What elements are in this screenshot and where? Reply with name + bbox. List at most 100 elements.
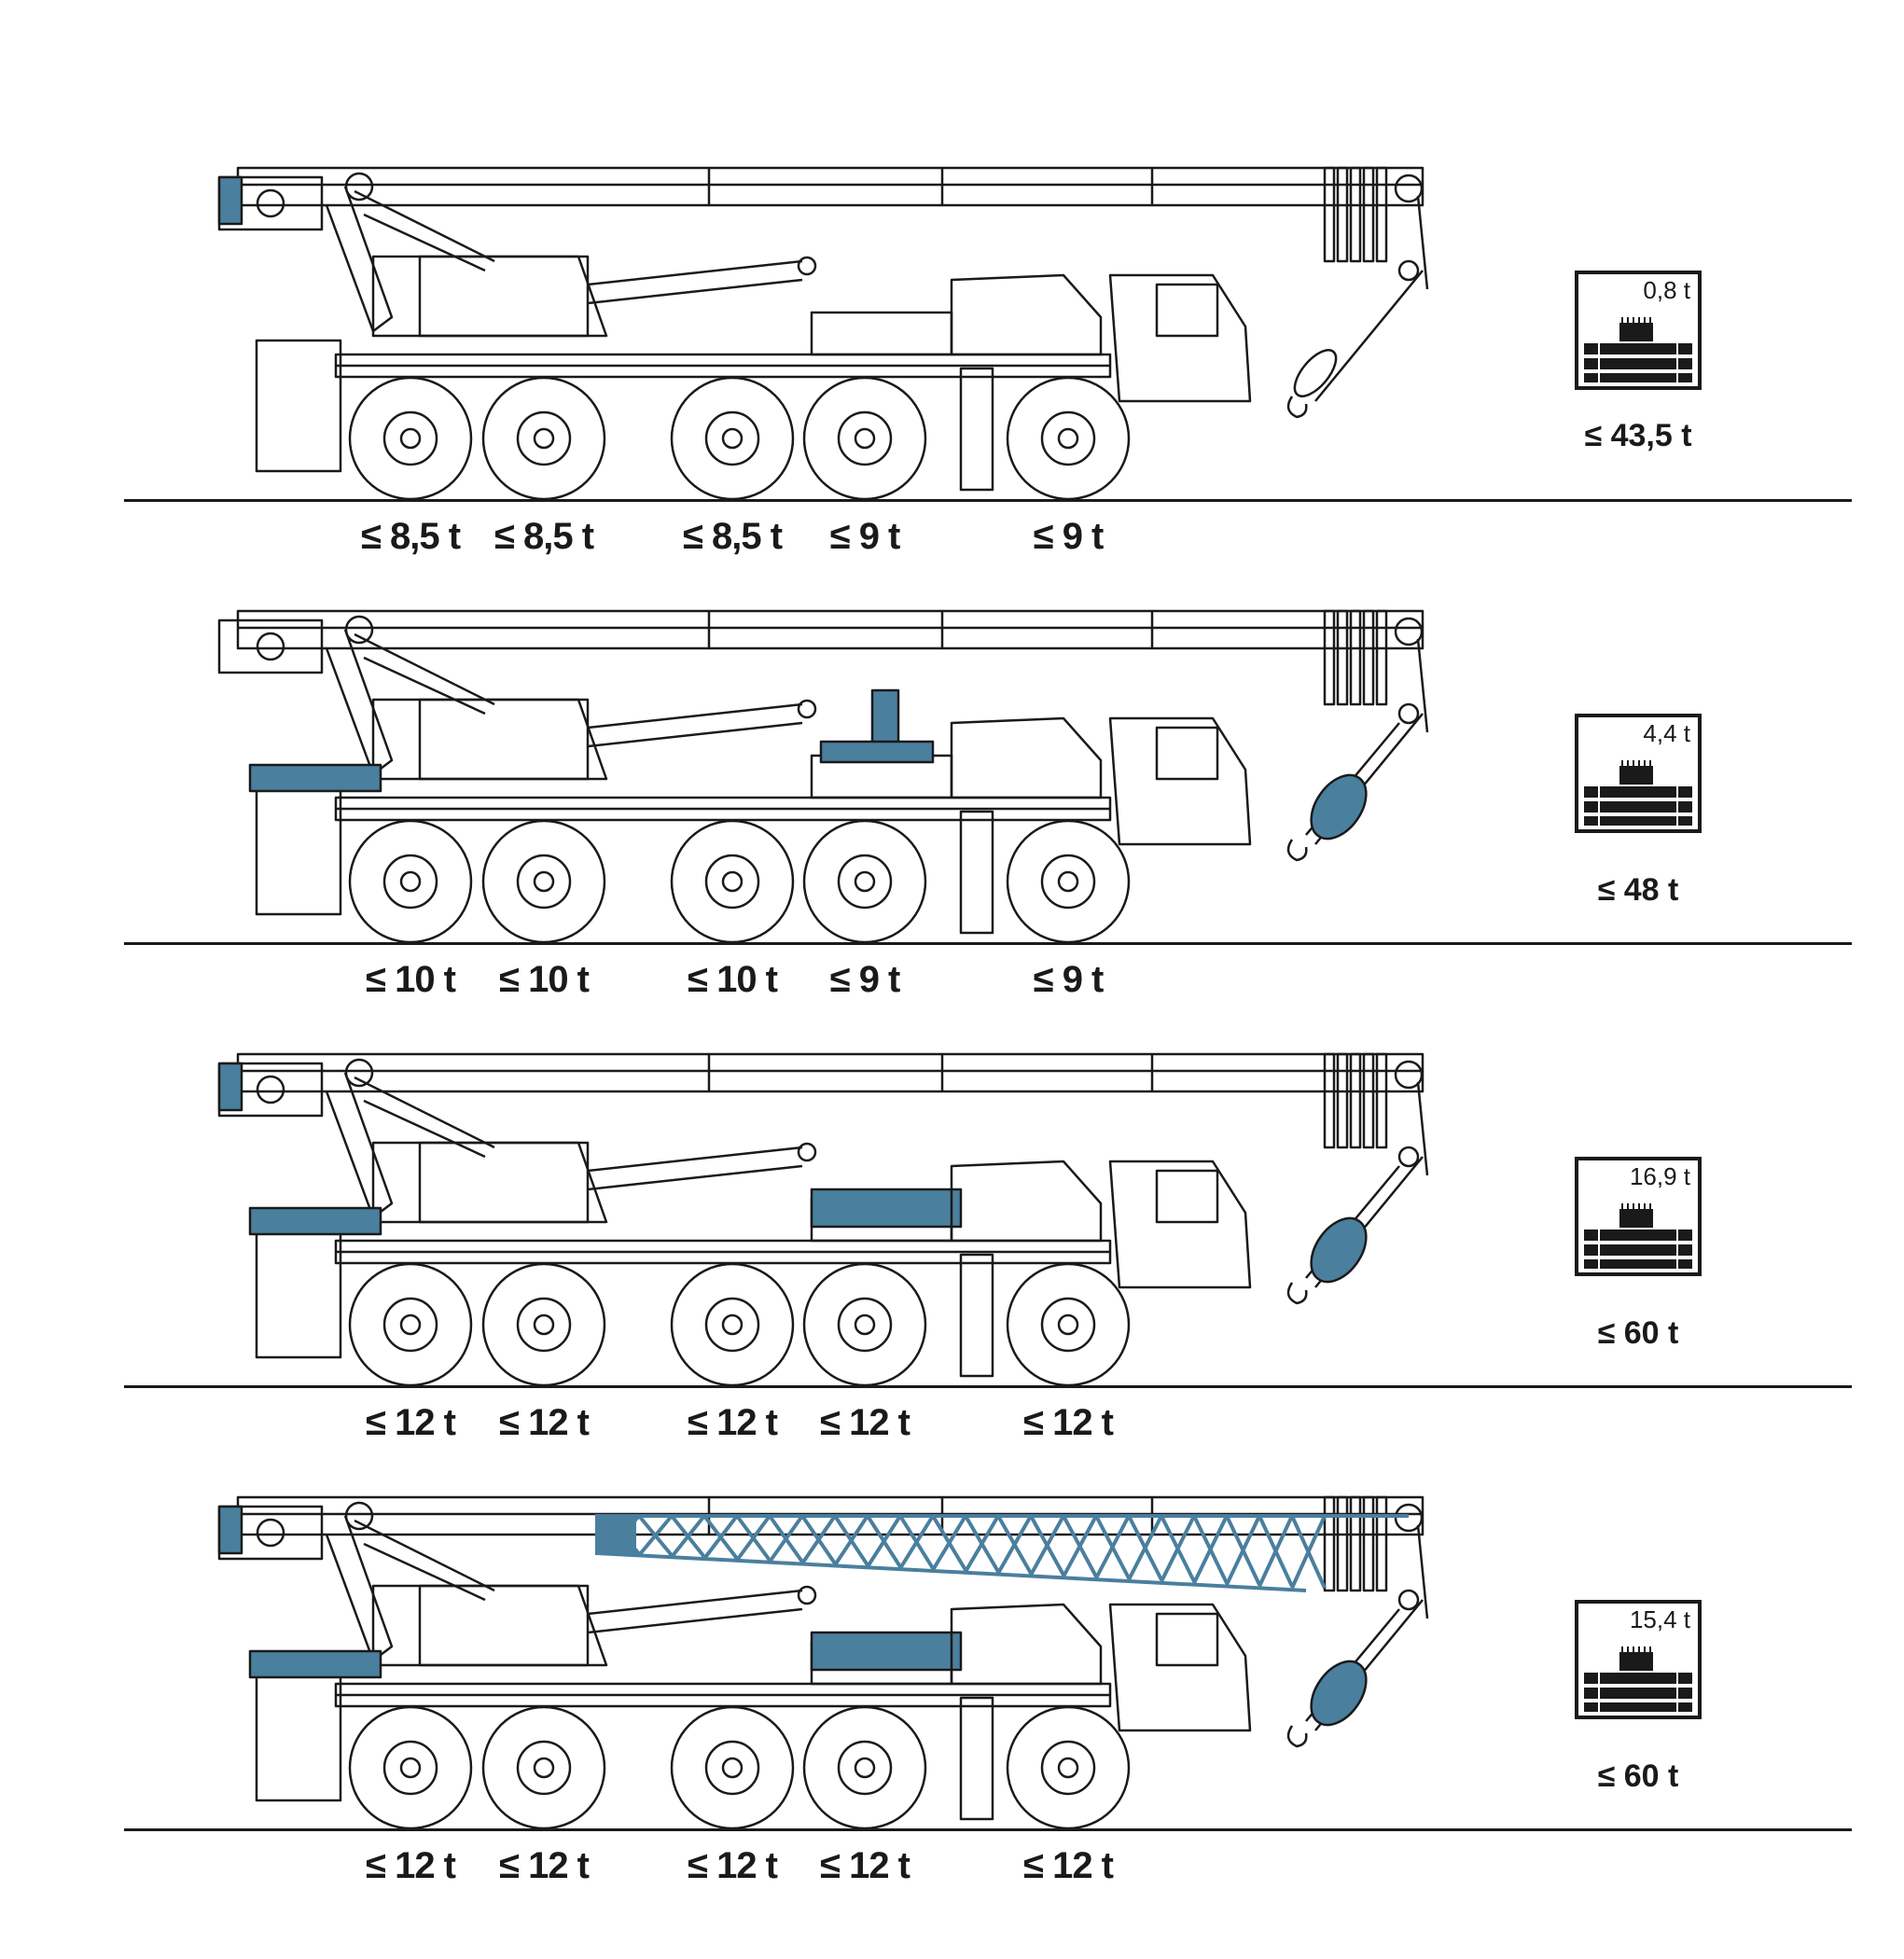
axle-load-1: ≤ 10 t (366, 959, 456, 1000)
boom-support (325, 1515, 394, 1662)
ground-line (124, 1385, 1852, 1388)
ground-line (124, 942, 1852, 945)
axle-load-3: ≤ 8,5 t (682, 516, 783, 557)
crane-drawing (217, 166, 1429, 501)
wheel-5 (1006, 376, 1131, 501)
total-load: ≤ 43,5 t (1584, 418, 1692, 453)
driver-cab (1108, 716, 1252, 846)
wheel-2 (481, 376, 606, 501)
wheel-4 (802, 1705, 927, 1830)
front-outrigger (959, 1696, 994, 1821)
wheel-4 (802, 1262, 927, 1387)
counterweight-box: 4,4 t (1575, 714, 1702, 833)
counterweight-label: 4,4 t (1643, 719, 1690, 747)
front-outrigger (959, 810, 994, 935)
axle-load-2: ≤ 10 t (499, 959, 590, 1000)
boom-support (325, 1072, 394, 1219)
total-load: ≤ 60 t (1597, 1758, 1679, 1794)
axle-load-4: ≤ 9 t (829, 959, 901, 1000)
axle-load-5: ≤ 12 t (1023, 1402, 1114, 1443)
driver-cab (1108, 273, 1252, 403)
rear-outrigger (255, 1225, 342, 1359)
wheel-5 (1006, 1262, 1131, 1387)
wheel-1 (348, 1705, 473, 1830)
crane-drawing (217, 1052, 1429, 1387)
wheel-1 (348, 1262, 473, 1387)
hook (1286, 1725, 1308, 1748)
counterweight-icon (1584, 760, 1692, 826)
crane-drawing (217, 1495, 1429, 1830)
wheel-4 (802, 376, 927, 501)
wheel-3 (670, 1705, 795, 1830)
axle-load-2: ≤ 12 t (499, 1402, 590, 1443)
crane-cab (950, 1160, 1103, 1243)
counterweight-label: 0,8 t (1643, 276, 1690, 304)
hook (1286, 839, 1308, 862)
axle-load-1: ≤ 12 t (366, 1402, 456, 1443)
hook-block (1293, 349, 1338, 397)
counterweight-label: 16,9 t (1629, 1162, 1690, 1190)
crane-cab (950, 273, 1103, 356)
axle-load-4: ≤ 12 t (820, 1845, 910, 1886)
telescopic-boom (236, 1052, 1425, 1093)
wheel-1 (348, 819, 473, 944)
driver-cab (1108, 1603, 1252, 1732)
counterweight-label: 15,4 t (1629, 1605, 1690, 1633)
counterweight-box: 15,4 t (1575, 1600, 1702, 1719)
axle-load-3: ≤ 12 t (688, 1402, 778, 1443)
wheel-3 (670, 376, 795, 501)
counterweight-plate (248, 763, 382, 793)
boom-head-counterweight (217, 175, 243, 226)
boom-support (325, 629, 394, 776)
driver-cab (1108, 1160, 1252, 1289)
counterweight-block (810, 1631, 963, 1672)
rear-outrigger (255, 1668, 342, 1802)
wheel-2 (481, 819, 606, 944)
boom-head-counterweight (217, 1505, 243, 1555)
counterweight-icon (1584, 317, 1692, 382)
counterweight-box: 0,8 t (1575, 271, 1702, 390)
rear-outrigger (255, 782, 342, 916)
wheel-1 (348, 376, 473, 501)
wheel-2 (481, 1705, 606, 1830)
hook-block (1310, 773, 1368, 841)
hook-block (1310, 1216, 1368, 1284)
counterweight-icon (1584, 1203, 1692, 1269)
hook-block (1310, 1660, 1368, 1727)
telescopic-boom (236, 166, 1425, 207)
axle-load-2: ≤ 8,5 t (493, 516, 594, 557)
wheel-2 (481, 1262, 606, 1387)
axle-load-5: ≤ 9 t (1033, 959, 1105, 1000)
counterweight-block (810, 1188, 963, 1229)
axle-load-3: ≤ 12 t (688, 1845, 778, 1886)
axle-load-4: ≤ 9 t (829, 516, 901, 557)
axle-load-2: ≤ 12 t (499, 1845, 590, 1886)
ground-line (124, 1828, 1852, 1831)
counterweight-plate (248, 1206, 382, 1236)
front-outrigger (959, 367, 994, 492)
wheel-5 (1006, 819, 1131, 944)
wheel-3 (670, 1262, 795, 1387)
wheel-3 (670, 819, 795, 944)
axle-load-5: ≤ 12 t (1023, 1845, 1114, 1886)
counterweight-box: 16,9 t (1575, 1157, 1702, 1276)
axle-load-1: ≤ 12 t (366, 1845, 456, 1886)
wheel-4 (802, 819, 927, 944)
hook (1286, 1282, 1308, 1305)
lattice-jib (595, 1514, 1409, 1592)
boom-head-left (217, 618, 324, 674)
axle-load-4: ≤ 12 t (820, 1402, 910, 1443)
crane-cab (950, 716, 1103, 799)
counterweight-plate (248, 1649, 382, 1679)
center-mount-frame (810, 311, 953, 356)
front-outrigger (959, 1253, 994, 1378)
wheel-5 (1006, 1705, 1131, 1830)
boom-head-counterweight (217, 1062, 243, 1112)
total-load: ≤ 60 t (1597, 1315, 1679, 1351)
ground-line (124, 499, 1852, 502)
axle-load-3: ≤ 10 t (688, 959, 778, 1000)
boom-support (325, 186, 394, 333)
telescopic-boom (236, 609, 1425, 650)
axle-load-1: ≤ 8,5 t (360, 516, 461, 557)
